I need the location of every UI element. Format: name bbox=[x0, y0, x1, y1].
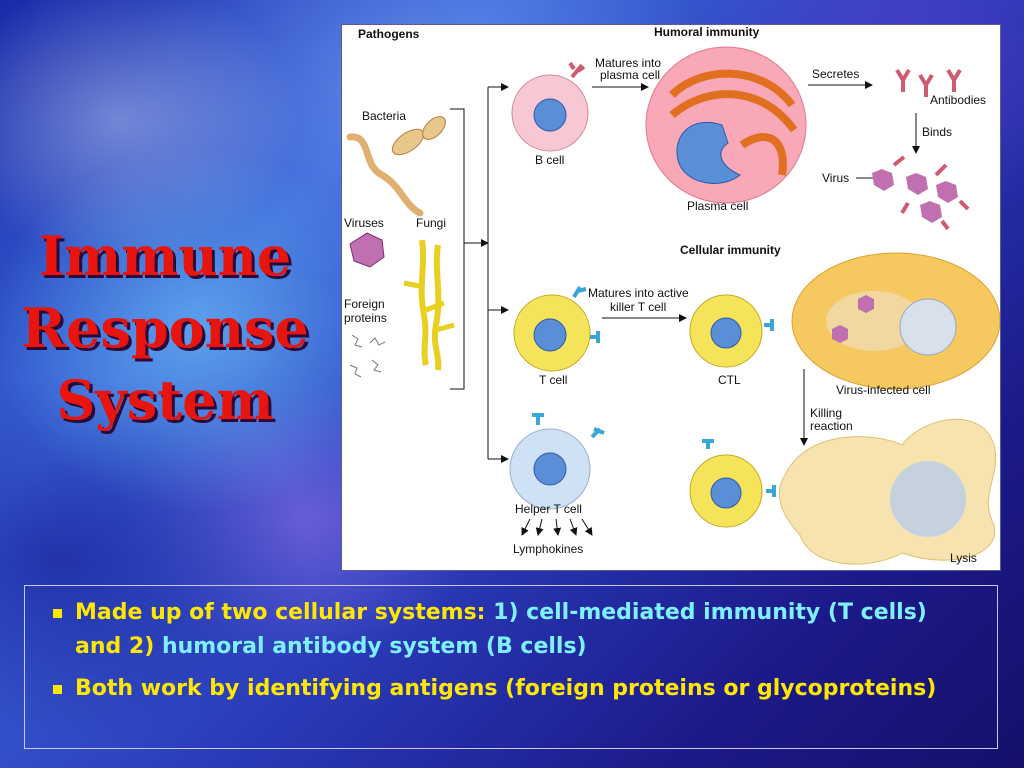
virus-infected-cell bbox=[791, 252, 1000, 390]
b-cell bbox=[511, 61, 589, 152]
label-viruses: Viruses bbox=[344, 216, 384, 230]
label-lymphokines: Lymphokines bbox=[513, 542, 583, 556]
label-binds: Binds bbox=[922, 125, 952, 139]
bullet-text-highlight: 1) cell-mediated immunity (T cells) bbox=[493, 600, 927, 625]
immune-system-diagram: Pathogens Bacteria Viruses Fungi Foreign… bbox=[341, 24, 1001, 571]
virus-antibody-complex bbox=[872, 155, 970, 231]
label-virus: Virus bbox=[822, 171, 849, 185]
bullet-text: Made up of two cellular systems: bbox=[75, 600, 494, 625]
label-cellular-immunity: Cellular immunity bbox=[680, 243, 781, 257]
attacking-ctl-cell bbox=[689, 439, 776, 528]
antibodies-illustration bbox=[895, 68, 962, 97]
label-fungi: Fungi bbox=[416, 216, 446, 230]
bullet-list: Made up of two cellular systems: 1) cell… bbox=[24, 585, 998, 749]
title-line: Immune bbox=[38, 224, 292, 288]
label-killing-2: reaction bbox=[810, 419, 853, 433]
label-foreign-1: Foreign bbox=[344, 297, 385, 311]
foreign-proteins-illustration bbox=[349, 334, 386, 378]
lysis-cell bbox=[778, 418, 997, 565]
diagram-svg: Pathogens Bacteria Viruses Fungi Foreign… bbox=[344, 25, 1000, 565]
label-secretes: Secretes bbox=[812, 67, 859, 81]
helper-t-cell bbox=[509, 413, 605, 510]
ctl-cell bbox=[689, 294, 774, 368]
slide-title: Immune Response System bbox=[0, 220, 330, 436]
label-ctl: CTL bbox=[718, 373, 741, 387]
fungi-illustration bbox=[403, 239, 455, 371]
label-foreign-2: proteins bbox=[344, 311, 387, 325]
label-antibodies: Antibodies bbox=[930, 93, 986, 107]
title-line: Response bbox=[21, 296, 309, 360]
label-matures-plasma-2: plasma cell bbox=[600, 68, 660, 82]
label-humoral-immunity: Humoral immunity bbox=[654, 25, 760, 39]
bullet-text: and 2) bbox=[75, 634, 162, 659]
bullet-item: Made up of two cellular systems: 1) cell… bbox=[39, 596, 977, 664]
bullet-text-highlight: humoral antibody system (B cells) bbox=[161, 634, 587, 659]
label-matures-ctl-1: Matures into active bbox=[588, 286, 689, 300]
label-lysis: Lysis bbox=[950, 551, 977, 565]
bullet-item: Both work by identifying antigens (forei… bbox=[39, 672, 977, 706]
label-matures-plasma-1: Matures into bbox=[595, 56, 661, 70]
label-b-cell: B cell bbox=[535, 153, 564, 167]
label-bacteria: Bacteria bbox=[362, 109, 406, 123]
label-pathogens: Pathogens bbox=[358, 27, 420, 41]
label-helper-t-cell: Helper T cell bbox=[515, 502, 582, 516]
bacteria-illustration bbox=[346, 116, 446, 217]
label-plasma-cell: Plasma cell bbox=[687, 199, 748, 213]
lymphokine-arrows bbox=[521, 518, 593, 536]
label-t-cell: T cell bbox=[539, 373, 567, 387]
t-cell bbox=[513, 285, 600, 372]
title-line: System bbox=[56, 368, 274, 432]
plasma-cell bbox=[645, 46, 807, 204]
label-killing-1: Killing bbox=[810, 406, 842, 420]
label-matures-ctl-2: killer T cell bbox=[610, 300, 666, 314]
bullet-marker bbox=[53, 685, 62, 694]
bullet-marker bbox=[53, 609, 62, 618]
virus-icon bbox=[349, 232, 385, 268]
label-virus-infected-cell: Virus-infected cell bbox=[836, 383, 931, 397]
bullet-text: Both work by identifying antigens (forei… bbox=[75, 676, 937, 701]
